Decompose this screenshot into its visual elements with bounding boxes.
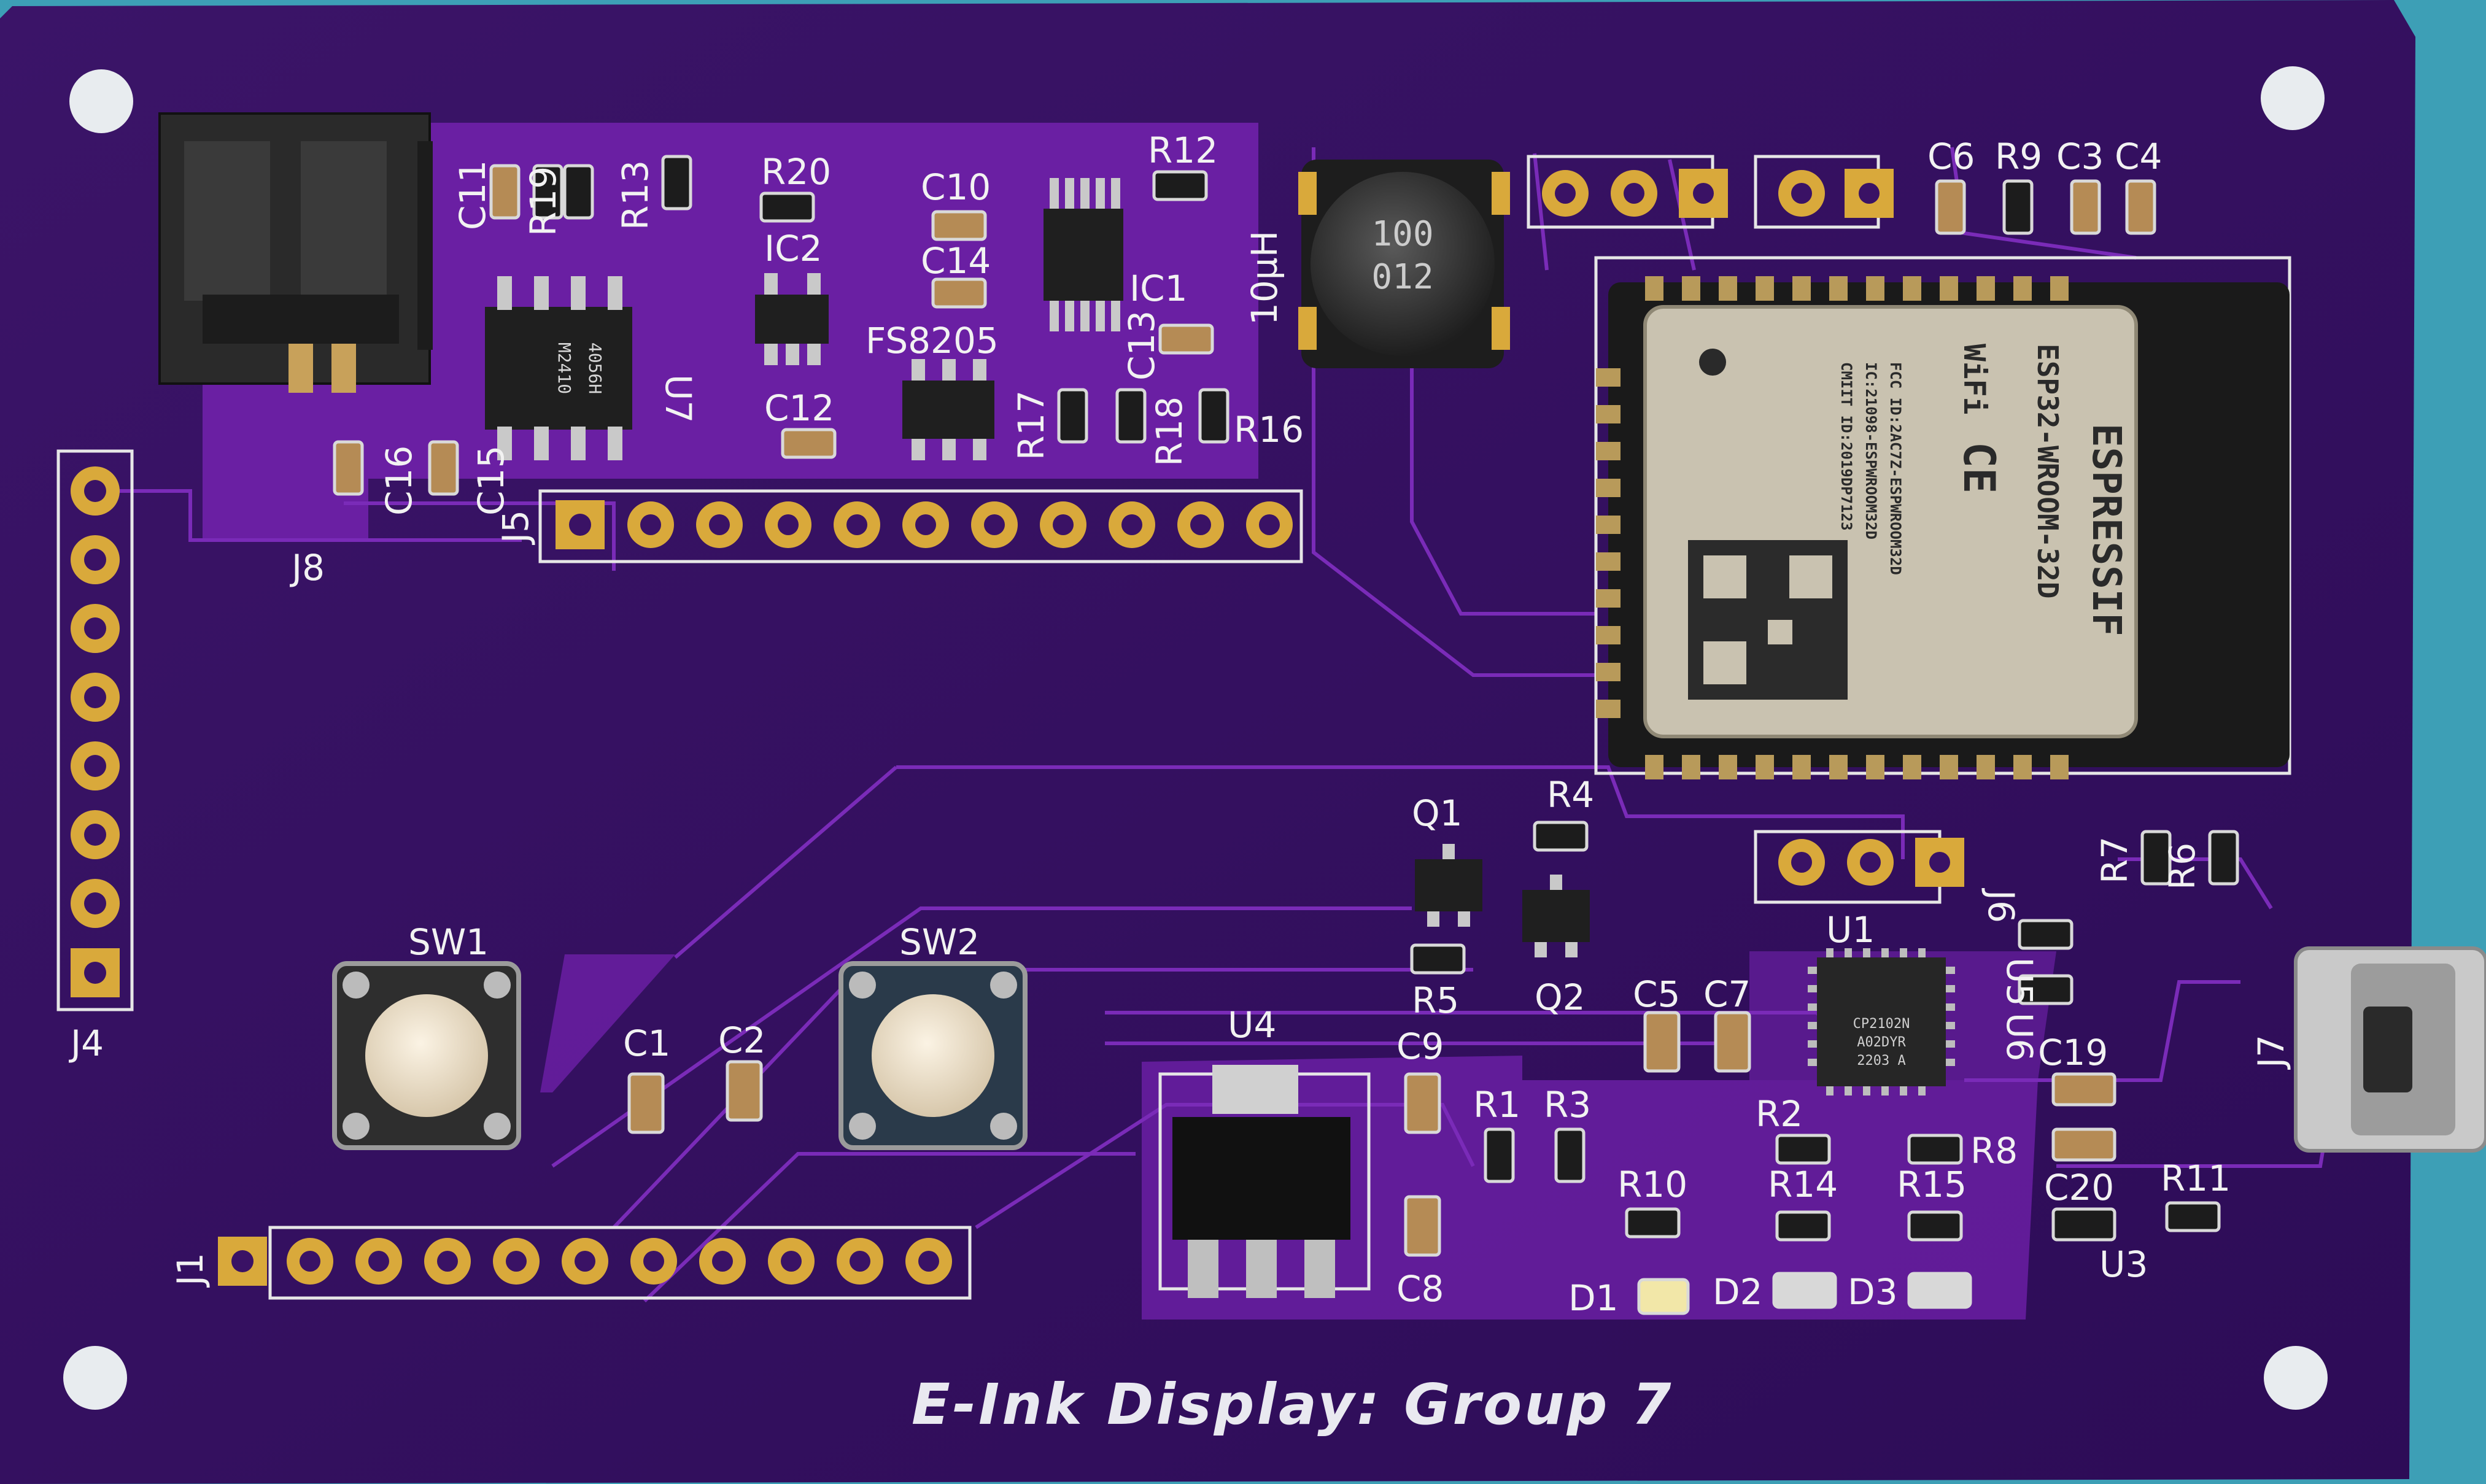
label-c2: C2 <box>718 1019 765 1061</box>
label-c11: C11 <box>452 160 494 230</box>
micro-usb-connector <box>2294 946 2486 1153</box>
label-u7: U7 <box>657 374 699 423</box>
label-j4: J4 <box>69 1022 104 1064</box>
label-c4: C4 <box>2115 136 2162 177</box>
label-r10: R10 <box>1617 1164 1687 1205</box>
esp32-fcc-text: FCC ID:2AC7Z-ESPWROOM32D <box>1887 362 1904 575</box>
label-c16: C16 <box>378 446 420 516</box>
label-r18: R18 <box>1148 396 1190 466</box>
j8-connector <box>158 112 433 393</box>
inductor-marking-1: 100 <box>1371 214 1433 254</box>
label-r19: R19 <box>522 166 564 236</box>
label-j5: J5 <box>495 510 536 545</box>
u7-marking-2: M2410 <box>554 342 575 394</box>
u7-chip <box>485 276 632 460</box>
label-r6: R6 <box>2161 843 2203 890</box>
label-j6: J6 <box>1980 888 2022 923</box>
label-d1: D1 <box>1568 1277 1619 1319</box>
label-d3: D3 <box>1848 1271 1898 1313</box>
esp32-ic-text: IC:21098-ESPWROOM32D <box>1862 362 1880 539</box>
esp32-cmiit-text: CMIIT ID:2019DP7123 <box>1838 362 1855 531</box>
inductor-marking-2: 012 <box>1371 257 1433 297</box>
label-j7: J7 <box>2250 1035 2292 1070</box>
label-c15: C15 <box>470 446 512 516</box>
label-c1: C1 <box>623 1022 670 1064</box>
q1-q2-transistors <box>1415 844 1590 957</box>
label-c7: C7 <box>1703 973 1751 1015</box>
label-r3: R3 <box>1544 1084 1591 1126</box>
label-r16: R16 <box>1234 409 1304 450</box>
label-r4: R4 <box>1547 774 1594 816</box>
label-u3: U3 <box>2099 1243 2148 1285</box>
label-r12: R12 <box>1148 129 1218 171</box>
label-c20: C20 <box>2044 1167 2114 1208</box>
esp32-model-text: ESP32-WROOM-32D <box>2031 344 2064 598</box>
label-q2: Q2 <box>1535 976 1586 1018</box>
label-ic2: IC2 <box>764 228 823 269</box>
j4-header <box>71 466 120 997</box>
label-r9: R9 <box>1995 136 2042 177</box>
label-r2: R2 <box>1756 1093 1803 1135</box>
label-r15: R15 <box>1897 1164 1967 1205</box>
u1-marking-2: A02DYR <box>1857 1035 1906 1050</box>
label-r11: R11 <box>2161 1157 2231 1199</box>
label-c10: C10 <box>921 166 991 208</box>
label-j8: J8 <box>290 547 325 589</box>
u7-marking-1: 4056H <box>585 342 605 394</box>
sw1-button[interactable] <box>332 961 521 1150</box>
esp32-ce-text: CE <box>1954 442 2004 493</box>
label-u1: U1 <box>1826 909 1875 951</box>
label-c12: C12 <box>764 387 834 429</box>
label-c13: C13 <box>1121 311 1163 381</box>
label-fs8205: FS8205 <box>865 320 999 361</box>
ic1-chip <box>1044 178 1123 331</box>
u1-chip <box>1808 948 1955 1096</box>
esp32-module <box>1596 276 2290 779</box>
u1-marking-3: 2203 A <box>1857 1053 1905 1069</box>
label-r14: R14 <box>1768 1164 1838 1205</box>
label-r5: R5 <box>1412 980 1459 1021</box>
smd-passives <box>333 155 2239 1257</box>
u1-marking-1: CP2102N <box>1853 1016 1910 1032</box>
label-d2: D2 <box>1713 1271 1763 1313</box>
label-r13: R13 <box>614 160 656 230</box>
label-sw2: SW2 <box>899 921 980 963</box>
label-r7: R7 <box>2094 837 2136 884</box>
label-inductor-value: 10µH <box>1244 231 1285 325</box>
board-title: E-Ink Display: Group 7 <box>912 1372 1674 1437</box>
label-c6: C6 <box>1927 136 1975 177</box>
label-r17: R17 <box>1010 390 1052 460</box>
label-ic1: IC1 <box>1129 268 1188 309</box>
label-u4: U4 <box>1228 1004 1276 1046</box>
label-r1: R1 <box>1473 1084 1520 1126</box>
label-r20: R20 <box>761 151 831 193</box>
label-sw1: SW1 <box>408 921 489 963</box>
esp32-wifi-text: WiFi <box>1957 344 1991 415</box>
j1-header <box>218 1237 952 1286</box>
status-leds <box>1637 1272 1972 1315</box>
label-r8: R8 <box>1970 1130 2018 1172</box>
label-j1: J1 <box>169 1253 211 1288</box>
label-c9: C9 <box>1396 1026 1444 1067</box>
label-q1: Q1 <box>1412 792 1463 834</box>
label-c5: C5 <box>1633 973 1680 1015</box>
label-u5: U5 <box>1999 957 2040 1006</box>
fs8205-chip <box>902 359 994 460</box>
label-c14: C14 <box>921 240 991 282</box>
u4-regulator <box>1172 1065 1350 1298</box>
sw2-button[interactable] <box>838 961 1028 1150</box>
label-c3: C3 <box>2056 136 2104 177</box>
label-u6: U6 <box>1999 1013 2040 1061</box>
silkscreen-labels: J8 J5 J4 J1 J6 J7 C11 R19 R13 U7 R20 IC2… <box>69 129 2292 1319</box>
j6-header <box>1778 838 1964 887</box>
mounting-holes <box>63 66 2328 1410</box>
ic2-chip <box>755 273 829 365</box>
j5-header <box>556 500 1293 549</box>
label-c19: C19 <box>2038 1032 2108 1073</box>
label-c8: C8 <box>1396 1268 1444 1310</box>
inductor-10uh <box>1298 160 1510 368</box>
esp32-brand-text: ESPRESSIF <box>2083 423 2129 636</box>
top-right-headers <box>1542 169 1894 218</box>
